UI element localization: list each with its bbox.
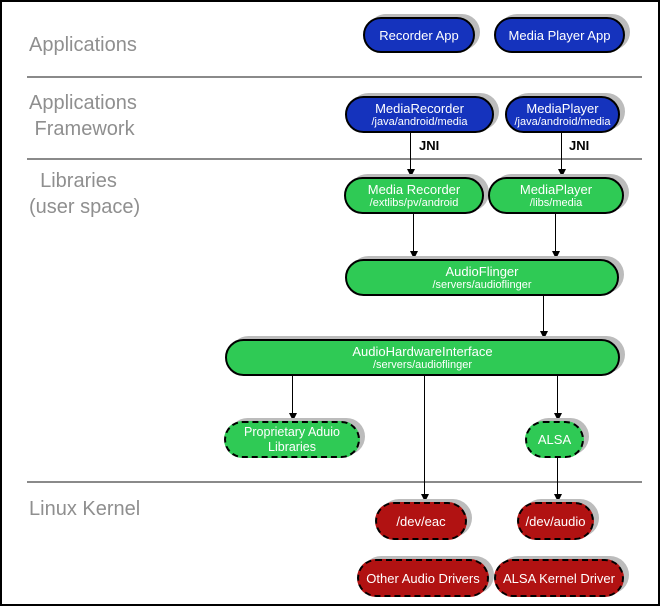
arrow-alsa-to-dev-audio — [553, 458, 562, 502]
node-recorder-app-title: Recorder App — [379, 27, 459, 43]
node-dev-eac: /dev/eac — [375, 502, 467, 540]
node-audioflinger: AudioFlinger /servers/audioflinger — [345, 259, 619, 296]
node-mediarecorder-framework-path: /java/android/media — [371, 115, 468, 128]
arrow-mediarecorder-lib-to-audioflinger — [409, 214, 418, 259]
node-alsa-kernel-driver: ALSA Kernel Driver — [494, 559, 624, 597]
node-audio-hardware-interface-path: /servers/audioflinger — [372, 358, 473, 371]
arrow-mediarecorder-fw-to-lib — [406, 133, 415, 177]
node-alsa-kernel-driver-title: ALSA Kernel Driver — [503, 570, 615, 586]
jni-label-left: JNI — [419, 138, 440, 153]
divider-framework — [27, 158, 642, 160]
node-dev-audio: /dev/audio — [517, 502, 594, 540]
arrow-ahi-to-dev-eac — [420, 376, 429, 502]
node-media-recorder-library: Media Recorder /extlibs/pv/android — [344, 177, 484, 214]
section-label-libraries-line2: (user space) — [29, 196, 141, 218]
section-label-applications: Applications — [29, 34, 137, 56]
node-media-player-app-title: Media Player App — [508, 27, 611, 43]
node-mediaplayer-framework: MediaPlayer /java/android/media — [505, 96, 620, 133]
section-label-framework-line2: Framework — [29, 118, 135, 140]
node-mediaplayer-library-path: /libs/media — [529, 196, 583, 209]
divider-kernel — [27, 481, 642, 483]
node-alsa-title: ALSA — [537, 432, 572, 447]
section-label-libraries: Libraries (user space) — [29, 168, 140, 220]
arrow-ahi-to-proprietary — [288, 376, 297, 421]
node-mediaplayer-library-title: MediaPlayer — [519, 181, 593, 197]
node-other-audio-drivers: Other Audio Drivers — [357, 559, 489, 597]
node-media-recorder-library-title: Media Recorder — [367, 181, 461, 197]
node-proprietary-title-line2: Libraries — [268, 439, 316, 454]
node-mediarecorder-framework-title: MediaRecorder — [375, 100, 464, 116]
node-media-player-app: Media Player App — [494, 17, 625, 53]
node-mediaplayer-framework-path: /java/android/media — [514, 115, 611, 128]
node-dev-eac-title: /dev/eac — [396, 513, 446, 529]
node-audioflinger-path: /servers/audioflinger — [432, 278, 532, 291]
arrow-mediaplayer-lib-to-audioflinger — [551, 214, 560, 259]
node-media-recorder-library-path: /extlibs/pv/android — [369, 196, 459, 209]
jni-label-right: JNI — [569, 138, 590, 153]
arrow-ahi-to-alsa — [553, 376, 562, 421]
arrow-audioflinger-to-ahi — [539, 296, 548, 339]
node-mediaplayer-library: MediaPlayer /libs/media — [488, 177, 624, 214]
divider-applications — [27, 76, 642, 78]
node-recorder-app: Recorder App — [363, 17, 475, 53]
node-alsa: ALSA — [525, 421, 584, 458]
section-label-framework: Applications Framework — [29, 90, 137, 142]
node-audio-hardware-interface: AudioHardwareInterface /servers/audiofli… — [225, 339, 620, 376]
section-label-framework-line1: Applications — [29, 92, 137, 114]
node-other-audio-drivers-title: Other Audio Drivers — [366, 570, 480, 586]
node-mediarecorder-framework: MediaRecorder /java/android/media — [345, 96, 494, 133]
node-audio-hardware-interface-title: AudioHardwareInterface — [352, 343, 493, 359]
node-dev-audio-title: /dev/audio — [525, 513, 586, 529]
section-label-linux-kernel: Linux Kernel — [29, 498, 141, 520]
node-proprietary-title-line1: Proprietary Aduio — [244, 424, 340, 439]
node-audioflinger-title: AudioFlinger — [445, 263, 519, 279]
section-label-libraries-line1: Libraries — [29, 170, 117, 192]
arrow-mediaplayer-fw-to-lib — [557, 133, 566, 177]
node-mediaplayer-framework-title: MediaPlayer — [526, 100, 599, 116]
